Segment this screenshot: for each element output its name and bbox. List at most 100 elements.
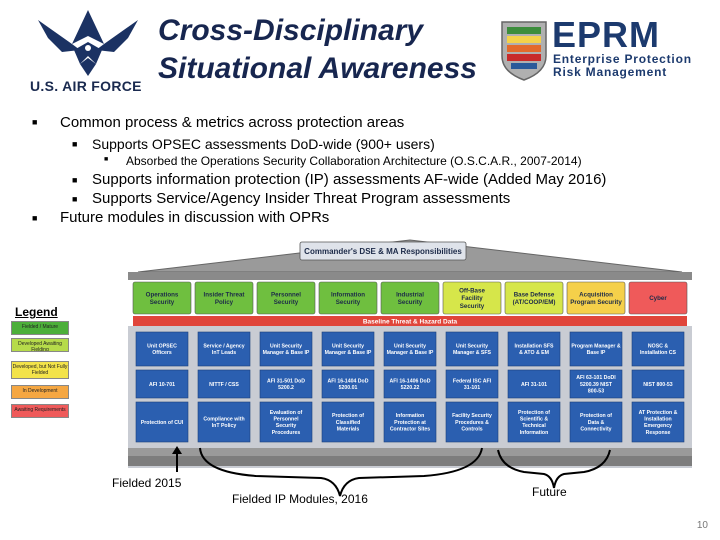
column-policy-box [569, 369, 623, 399]
column-policy-label: NIST 800-53 [643, 382, 673, 388]
bullet-text: Future modules in discussion with OPRs [60, 209, 330, 226]
fielded-2016-brace [199, 447, 483, 497]
column-owner-box [507, 331, 561, 367]
column-policy-box [445, 369, 499, 399]
legend-item: Developed Awaiting Fielding [11, 338, 69, 352]
column-focus-box [445, 401, 499, 443]
column-focus-box [135, 401, 189, 443]
column-focus-box [197, 401, 251, 443]
eprm-logo [498, 18, 713, 82]
bullet-marker-icon: ■ [32, 117, 38, 127]
eprm-wordmark: EPRM [552, 14, 661, 55]
column-policy-box [135, 369, 189, 399]
bullet-item: ■ Common process & metrics across protec… [32, 114, 404, 131]
discipline-label: Base Defense(AT/COOP/EM) [513, 291, 556, 306]
bullet-text: Supports OPSEC assessments DoD-wide (900… [92, 136, 435, 152]
org-name: U.S. AIR FORCE [30, 78, 142, 94]
legend-title: Legend [15, 305, 58, 319]
column-focus-box [321, 401, 375, 443]
temple-base-2 [128, 456, 692, 466]
column-owner-box [383, 331, 437, 367]
column-owner-label: Installation SFS& ATO & EM [515, 343, 554, 356]
page-number: 10 [696, 520, 708, 531]
eprm-subtitle: Enterprise Protection Risk Management [553, 53, 692, 79]
legend-item: Fielded / Mature [11, 321, 69, 335]
eprm-subtitle-line-1: Enterprise Protection [553, 52, 692, 66]
roof-base [128, 272, 692, 280]
column-policy-box [631, 369, 685, 399]
roof-label-box [299, 241, 467, 261]
bullet-item: ■ Absorbed the Operations Security Colla… [104, 154, 582, 168]
future-label: Future [532, 485, 567, 499]
bullet-marker-icon: ■ [72, 139, 78, 149]
bullet-marker-icon: ■ [32, 213, 38, 223]
column-focus-box [507, 401, 561, 443]
discipline-tile [318, 281, 378, 315]
bullet-text: Common process & metrics across protecti… [60, 114, 405, 131]
fielded-2015-label: Fielded 2015 [112, 476, 182, 490]
title-line-1: Cross-Disciplinary [158, 14, 424, 47]
column-policy-box [197, 369, 251, 399]
column-policy-box [507, 369, 561, 399]
column-owner-box [631, 331, 685, 367]
future-brace [497, 449, 611, 489]
bullet-marker-icon: ■ [72, 175, 78, 185]
column-focus-box [569, 401, 623, 443]
column-owner-box [445, 331, 499, 367]
column-focus-box [383, 401, 437, 443]
air-force-logo [28, 6, 148, 96]
bullet-item: ■ Future modules in discussion with OPRs [32, 209, 329, 226]
discipline-label: Cyber [649, 295, 667, 302]
bullet-marker-icon: ■ [104, 156, 109, 163]
column-owner-box [259, 331, 313, 367]
discipline-tile [504, 281, 564, 315]
column-policy-label: AFI 10-701 [149, 382, 175, 388]
column-owner-box [321, 331, 375, 367]
column-owner-box [569, 331, 623, 367]
bullet-text: Supports Service/Agency Insider Threat P… [92, 190, 511, 207]
column-owner-label: NOSC &Installation CS [640, 343, 677, 356]
bullet-item: ■ Supports information protection (IP) a… [72, 171, 606, 188]
discipline-tile [256, 281, 316, 315]
legend-item: Developed, but Not Fully Fielded [11, 361, 69, 379]
eprm-subtitle-line-2: Risk Management [553, 65, 668, 79]
fielded-ip-2016-label: Fielded IP Modules, 2016 [232, 492, 368, 506]
column-policy-box [321, 369, 375, 399]
column-owner-box [135, 331, 189, 367]
arrow-up-icon [172, 446, 182, 472]
protection-responsibilities-diagram: Commander's DSE & MA ResponsibilitiesOpe… [128, 239, 692, 468]
discipline-tile [442, 281, 502, 315]
column-policy-label: AFI 31-101 [521, 382, 547, 388]
discipline-tile [132, 281, 192, 315]
discipline-tile [566, 281, 626, 315]
column-owner-box [197, 331, 251, 367]
air-force-wings-icon [38, 10, 138, 76]
bullet-text: Absorbed the Operations Security Collabo… [126, 154, 582, 168]
legend-item: Awaiting Requirements [11, 404, 69, 418]
discipline-tile [628, 281, 688, 315]
column-policy-label: NITTF / CSS [209, 382, 239, 388]
bullet-item: ■ Supports OPSEC assessments DoD-wide (9… [72, 136, 435, 152]
